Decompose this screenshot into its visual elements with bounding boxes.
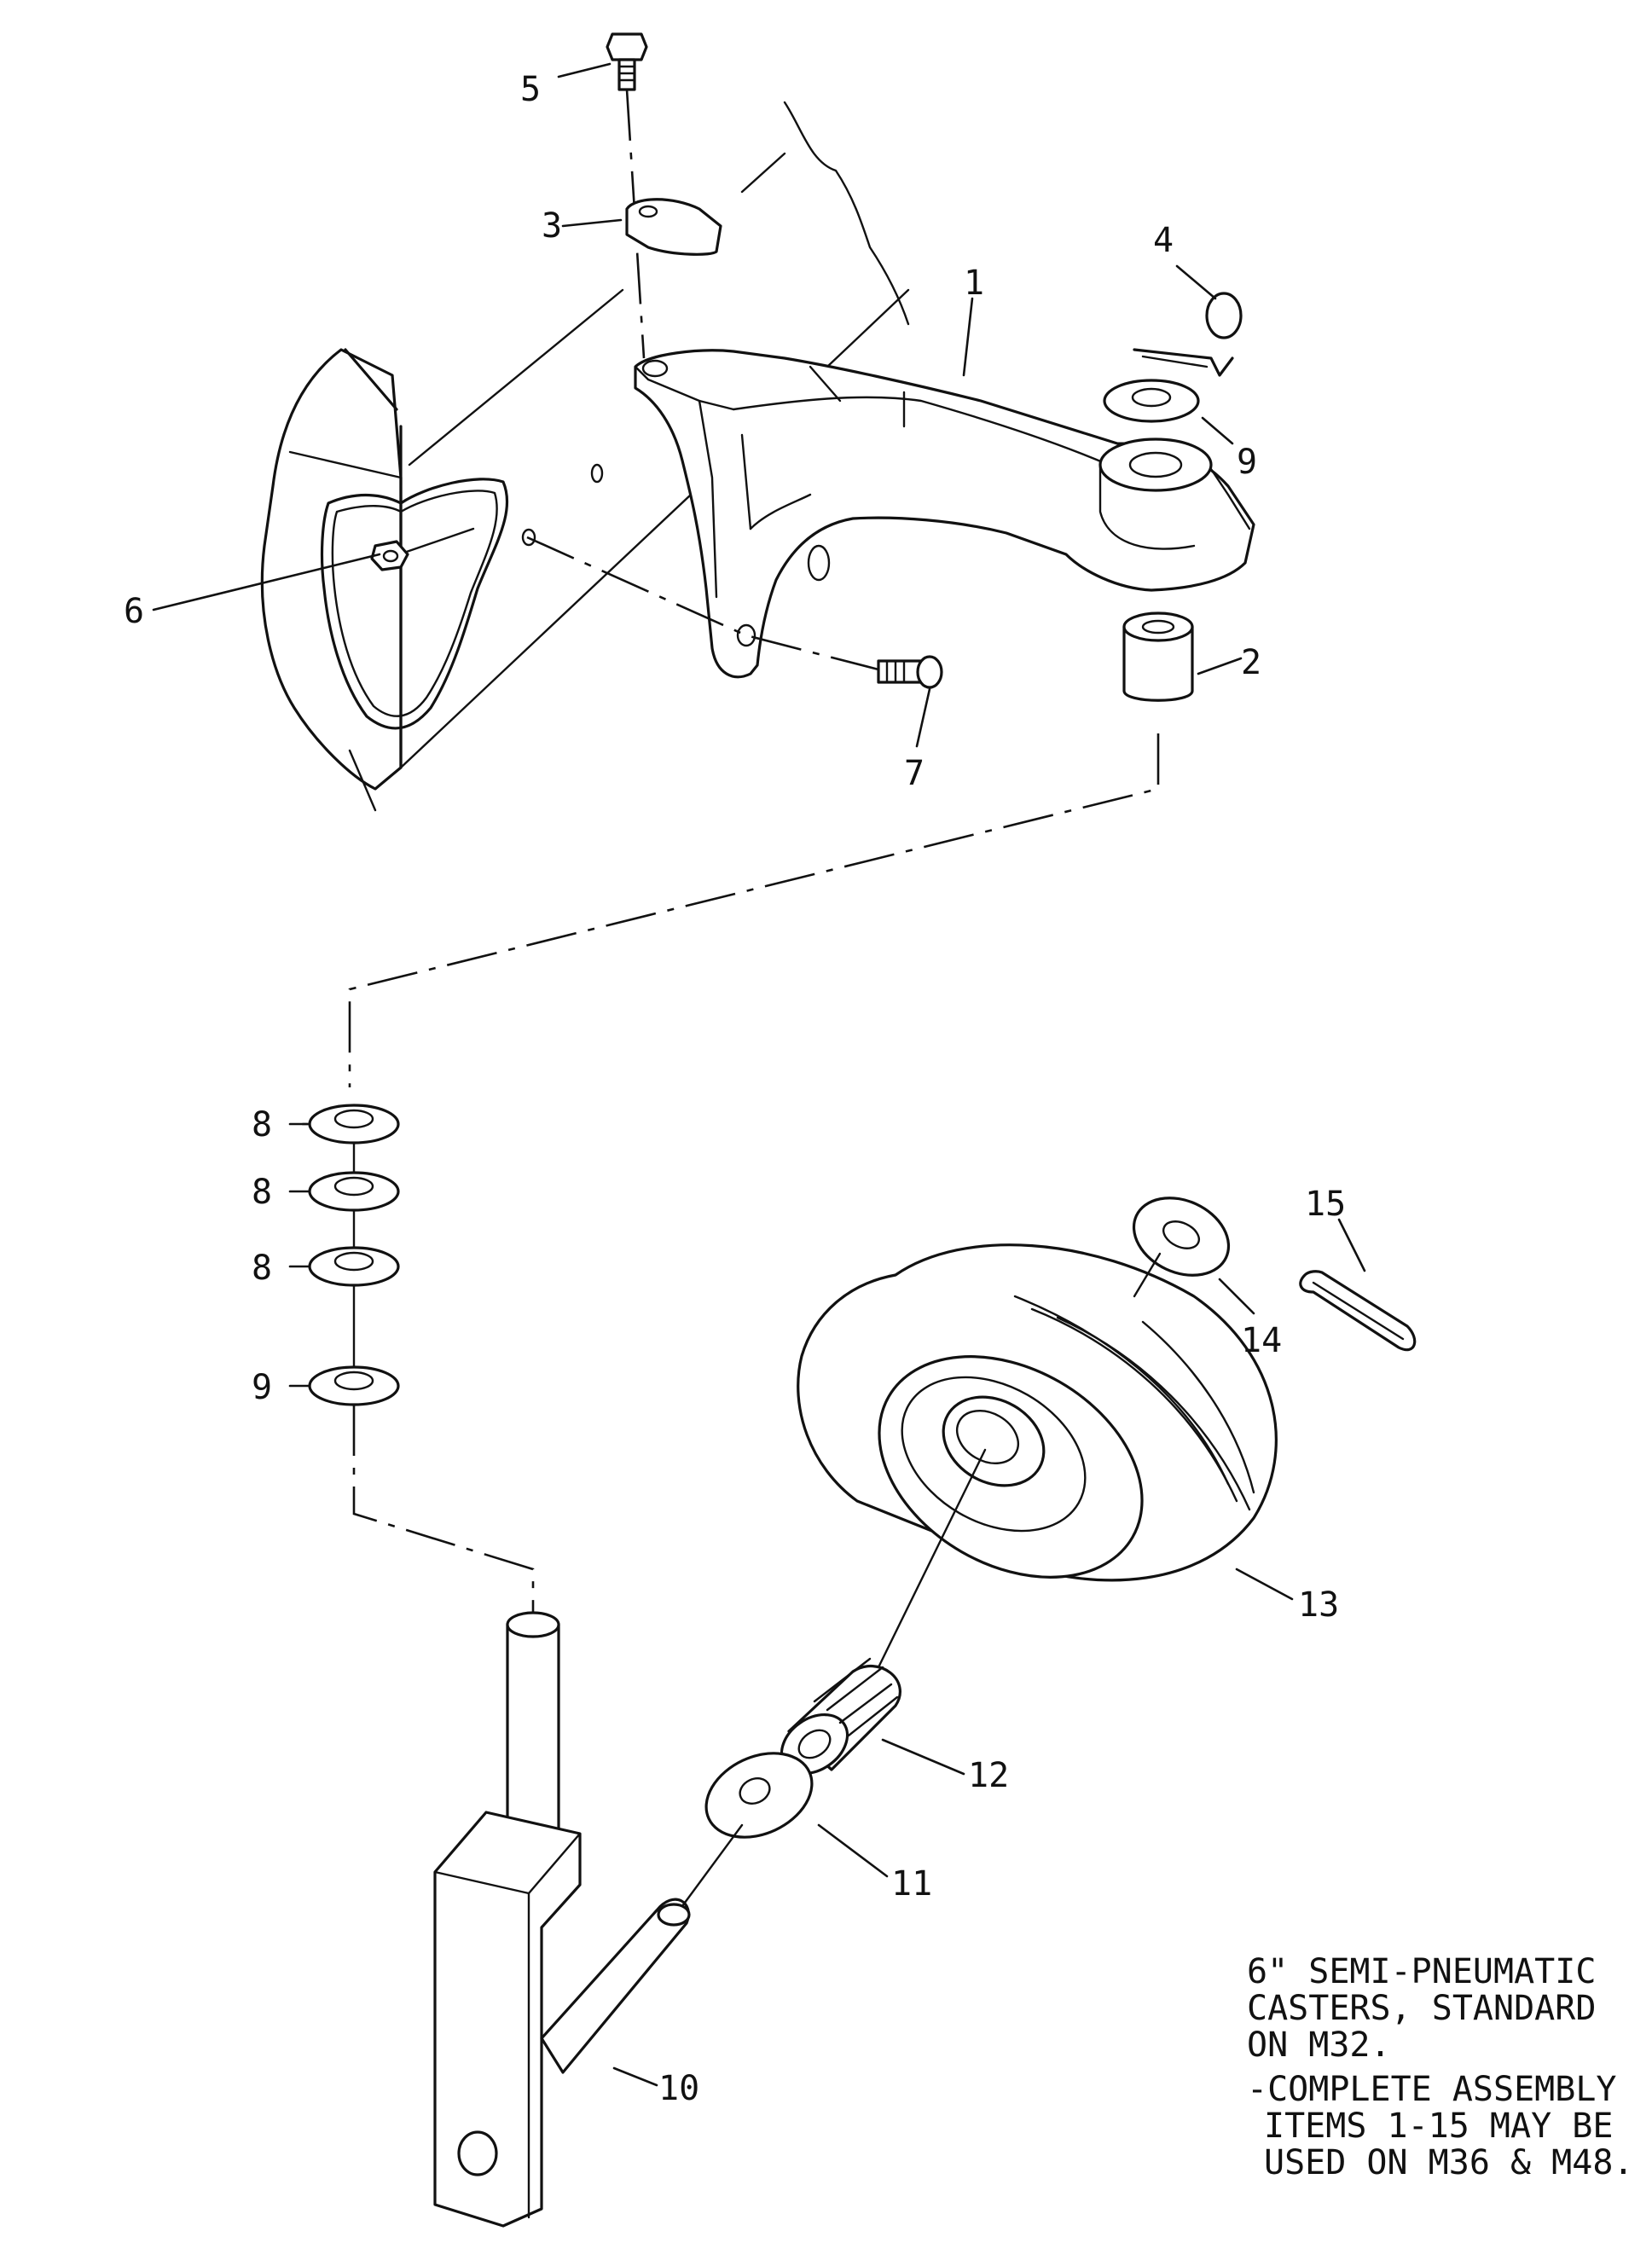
washer-part-9-upper — [1103, 379, 1200, 423]
callout-15: 15 — [1305, 1185, 1346, 1224]
washer-stack — [308, 1104, 400, 1406]
callout-4: 4 — [1153, 221, 1174, 260]
callout-labels: 1 2 3 4 5 6 7 8 8 8 9 9 10 11 12 13 14 1… — [124, 70, 1346, 2108]
callout-9b: 9 — [1237, 443, 1257, 482]
callout-11: 11 — [891, 1864, 932, 1904]
callout-13: 13 — [1298, 1585, 1339, 1625]
yoke-part-10 — [433, 1611, 691, 2228]
callout-5: 5 — [520, 70, 541, 109]
note-line-3: ON M32. — [1247, 2025, 1391, 2065]
callout-12: 12 — [968, 1756, 1009, 1795]
plate-part-3 — [625, 198, 722, 256]
note-line-1: 6" SEMI-PNEUMATIC — [1247, 1952, 1596, 1991]
bushing-part-2 — [1122, 611, 1194, 702]
callout-8c: 8 — [252, 1249, 272, 1288]
ring-pin-part-4 — [1133, 292, 1243, 377]
callout-7: 7 — [904, 754, 925, 793]
note-line-6: USED ON M36 & M48. — [1264, 2143, 1633, 2182]
callout-1: 1 — [964, 264, 984, 303]
assembly-note: 6" SEMI-PNEUMATIC CASTERS, STANDARD ON M… — [1247, 1952, 1633, 2182]
leader-lines — [152, 62, 1366, 2087]
note-line-5: ITEMS 1-15 MAY BE — [1264, 2107, 1613, 2146]
callout-8b: 8 — [252, 1173, 272, 1212]
callout-10: 10 — [658, 2069, 699, 2108]
callout-3: 3 — [542, 206, 562, 246]
note-line-4: -COMPLETE ASSEMBLY — [1247, 2070, 1616, 2109]
callout-8a: 8 — [252, 1105, 272, 1145]
bolt-part-7 — [877, 655, 943, 689]
bolt-part-5 — [606, 32, 648, 91]
note-line-2: CASTERS, STANDARD — [1247, 1989, 1596, 2028]
frame-cutaway — [260, 101, 910, 812]
callout-9a: 9 — [252, 1368, 272, 1407]
callout-14: 14 — [1241, 1321, 1282, 1360]
wheel-part-13 — [797, 1243, 1278, 1582]
callout-6: 6 — [124, 592, 144, 631]
callout-2: 2 — [1241, 643, 1261, 682]
arm-bracket — [521, 349, 1255, 679]
nut-part-6 — [370, 540, 409, 571]
cotter-pin-part-15 — [1299, 1270, 1417, 1352]
washer-part-11 — [704, 1752, 814, 1839]
